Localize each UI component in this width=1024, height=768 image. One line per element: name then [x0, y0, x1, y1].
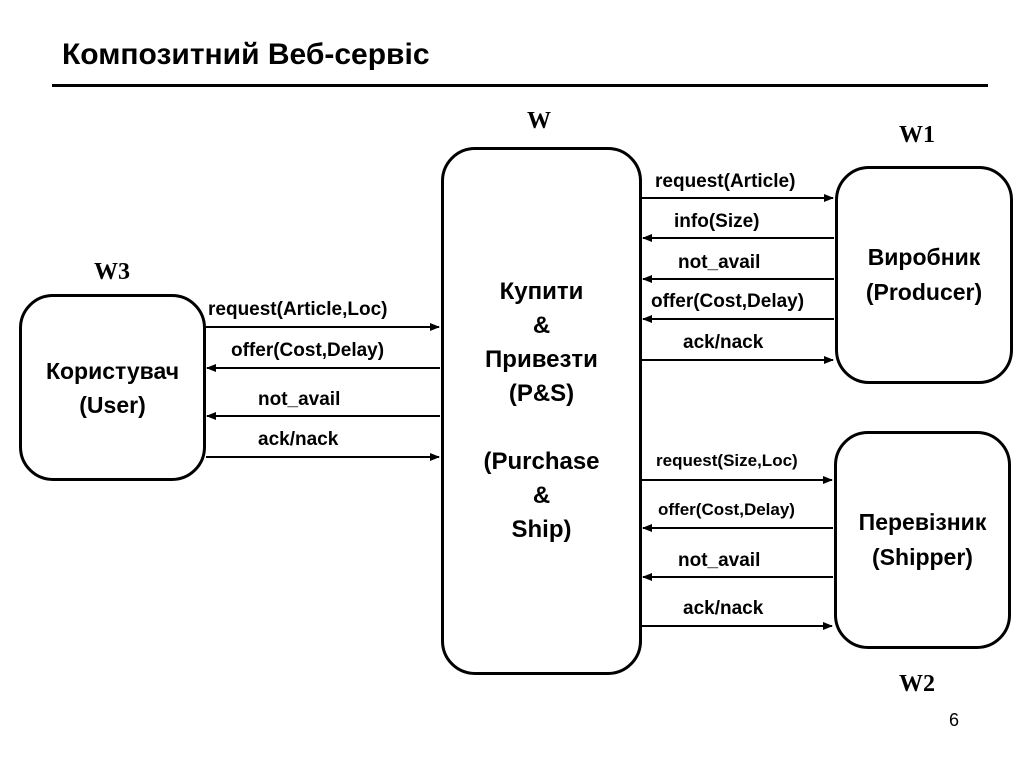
producer-node: Виробник (Producer) [835, 166, 1013, 384]
user-node-subtitle: (User) [79, 391, 146, 418]
shipper-node-name: Перевізник [858, 509, 987, 535]
user-msg-offer: offer(Cost,Delay) [231, 340, 385, 361]
shipper-msg-not-avail: not_avail [678, 550, 761, 571]
service-label-w3: W3 [94, 259, 130, 285]
producer-msg-request: request(Article) [655, 171, 796, 192]
ps-node-line4: (P&S) [508, 380, 575, 407]
title-divider [52, 84, 988, 87]
producer-node-name: Виробник [867, 244, 981, 270]
producer-msg-info: info(Size) [674, 211, 760, 232]
producer-node-subtitle: (Producer) [865, 279, 983, 305]
shipper-msg-offer: offer(Cost,Delay) [658, 500, 795, 519]
shipper-node-subtitle: (Shipper) [872, 544, 973, 570]
service-label-w: W [527, 108, 551, 134]
ps-node-line2: & [532, 312, 551, 339]
producer-msg-offer: offer(Cost,Delay) [651, 291, 805, 312]
user-msg-not-avail: not_avail [258, 389, 341, 410]
shipper-msg-ack: ack/nack [683, 598, 764, 619]
ps-node-line3: Привезти [485, 346, 598, 373]
ps-node-line1: Купити [499, 278, 584, 305]
slide-title: Композитний Веб-сервіс [62, 38, 430, 71]
ps-node-line7: Ship) [511, 516, 572, 543]
ps-node-line6: & [532, 482, 551, 509]
user-node: Користувач (User) [19, 294, 206, 481]
ps-node-line5: (Purchase [483, 448, 600, 475]
user-msg-ack: ack/nack [258, 429, 339, 450]
service-label-w1: W1 [899, 122, 935, 148]
purchase-ship-node: Купити & Привезти (P&S) (Purchase & Ship… [441, 147, 642, 675]
shipper-msg-request: request(Size,Loc) [656, 451, 798, 470]
service-label-w2: W2 [899, 671, 935, 697]
user-node-name: Користувач [45, 357, 180, 384]
producer-msg-not-avail: not_avail [678, 252, 761, 273]
producer-msg-ack: ack/nack [683, 332, 764, 353]
user-msg-request: request(Article,Loc) [208, 299, 388, 320]
page-number: 6 [949, 710, 960, 730]
shipper-node: Перевізник (Shipper) [834, 431, 1011, 649]
